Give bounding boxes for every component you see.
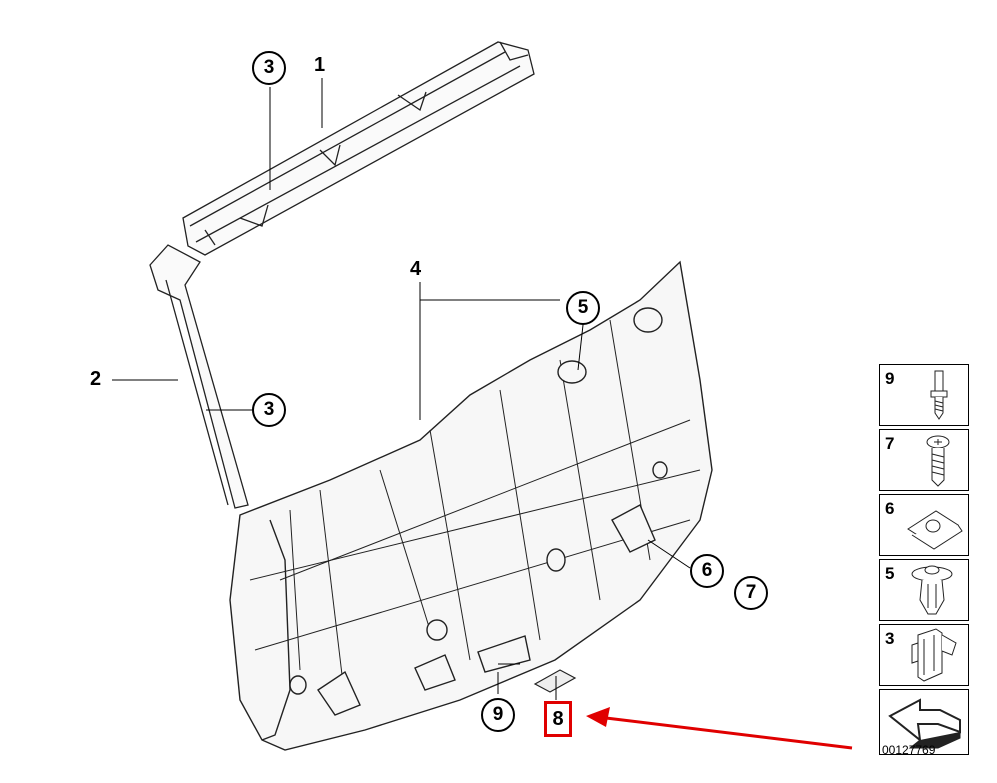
upper-trim-panel <box>182 41 535 256</box>
legend-direction-arrow <box>879 689 969 755</box>
diagram-number: 00127769 <box>882 743 936 757</box>
legend-item-5: 5 <box>879 559 969 621</box>
label-1: 1 <box>314 54 326 76</box>
legend-number-3: 3 <box>885 629 895 648</box>
leader-lines <box>112 78 691 700</box>
highlighted-label-8: 8 <box>544 701 572 737</box>
expanding-rivet-5-icon <box>911 565 953 615</box>
callout-9: 9 <box>481 698 515 732</box>
callout-6: 6 <box>690 554 724 588</box>
label-4: 4 <box>410 258 422 280</box>
legend-number-9: 9 <box>885 369 895 388</box>
screw-9-icon <box>930 370 948 420</box>
callout-5: 5 <box>566 291 600 325</box>
direction-arrow-icon <box>888 698 961 749</box>
legend-item-6: 6 <box>879 494 969 556</box>
callout-7: 7 <box>734 576 768 610</box>
label-2: 2 <box>90 368 102 390</box>
legend-item-3: 3 <box>879 624 969 686</box>
tailgate-trim-panel <box>229 260 713 751</box>
callout-3-top: 3 <box>252 51 286 85</box>
clip-nut-6-icon <box>907 510 963 550</box>
clip-3-icon <box>911 628 957 682</box>
screw-7-icon <box>926 435 950 487</box>
left-side-trim <box>149 244 249 509</box>
legend-number-7: 7 <box>885 434 895 453</box>
red-arrow <box>586 707 853 750</box>
legend-number-5: 5 <box>885 564 895 583</box>
legend-number-6: 6 <box>885 499 895 518</box>
part-8-clip <box>533 669 577 693</box>
legend-item-7: 7 <box>879 429 969 491</box>
legend-item-9: 9 <box>879 364 969 426</box>
parts-legend: 9 7 6 5 3 <box>879 364 969 758</box>
callout-3-mid: 3 <box>252 393 286 427</box>
